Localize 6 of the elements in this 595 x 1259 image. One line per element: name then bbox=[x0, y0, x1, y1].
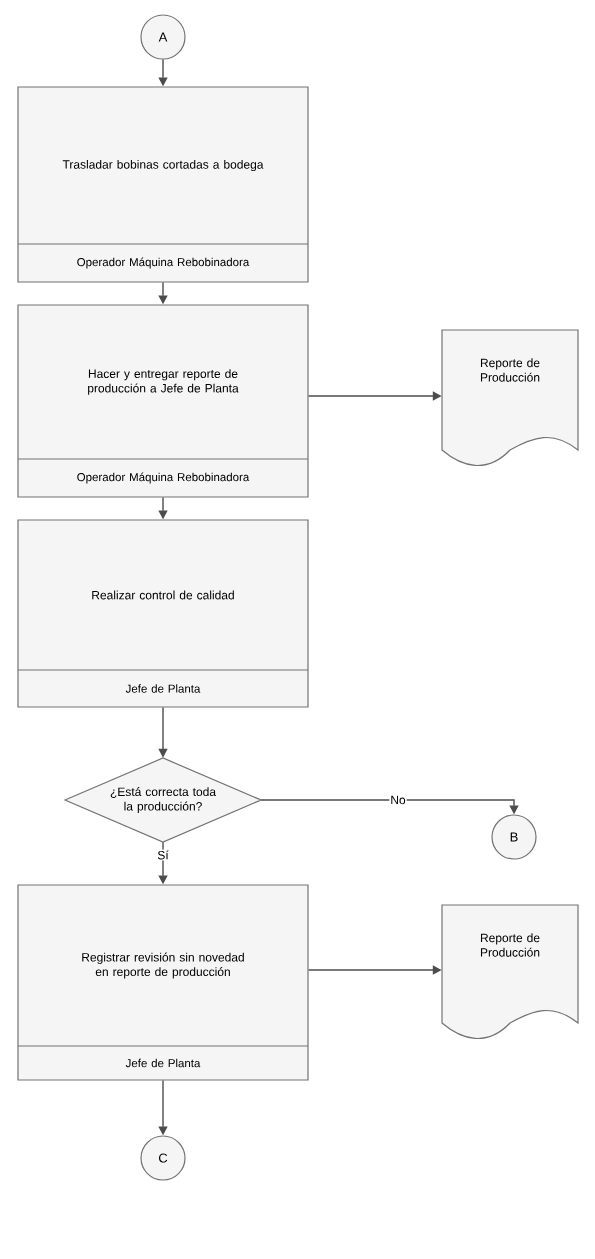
process-box: Hacer y entregar reporte de producción a Jefe de Planta Operador Máquina Rebobinadora bbox=[17, 304, 309, 498]
edge-label: Sí bbox=[156, 849, 170, 861]
process-box: Trasladar bobinas cortadas a bodega Operador Máquina Rebobinadora bbox=[17, 86, 309, 283]
process-box: Registrar revisión sin novedad en reporte de producción Jefe de Planta bbox=[17, 884, 309, 1081]
edge-label: No bbox=[389, 794, 407, 806]
process-box: Realizar control de calidad Jefe de Planta bbox=[17, 519, 309, 708]
